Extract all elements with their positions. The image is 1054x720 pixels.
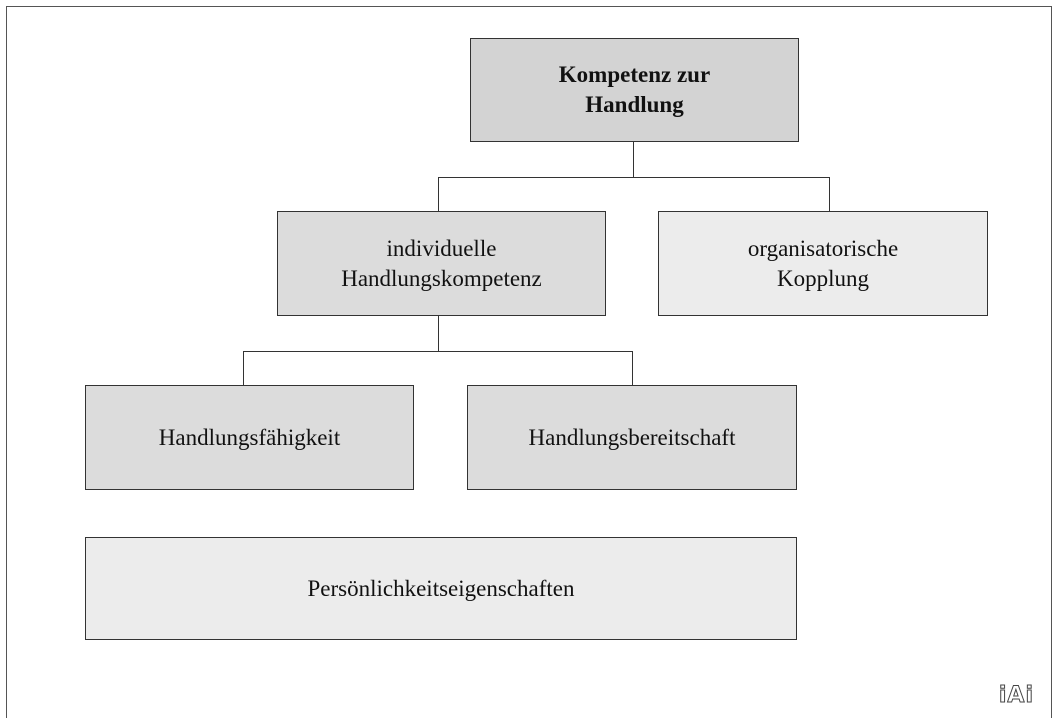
personality-node-label: Persönlichkeitseigenschaften bbox=[307, 575, 575, 601]
root-node-kompetenz-zur-handlung: Kompetenz zur Handlung bbox=[470, 38, 799, 142]
node-persoenlichkeitseigenschaften: Persönlichkeitseigenschaften bbox=[85, 537, 797, 640]
root-node-line1: Kompetenz zur bbox=[558, 62, 711, 88]
connector-to-individual bbox=[438, 177, 439, 211]
node-organisatorische-kopplung: organisatorische Kopplung bbox=[658, 211, 988, 316]
individual-node-line2: Handlungskompetenz bbox=[341, 265, 542, 291]
ability-node-label: Handlungsfähigkeit bbox=[158, 424, 341, 450]
node-handlungsbereitschaft: Handlungsbereitschaft bbox=[467, 385, 797, 490]
node-individuelle-handlungskompetenz: individuelle Handlungskompetenz bbox=[277, 211, 606, 316]
connector-level1-horizontal bbox=[438, 177, 830, 178]
organizational-node-line1: organisatorische bbox=[747, 235, 899, 261]
willingness-node-label: Handlungsbereitschaft bbox=[528, 424, 736, 450]
organizational-node-line2: Kopplung bbox=[777, 265, 869, 291]
connector-root-down bbox=[633, 142, 634, 177]
connector-to-willingness bbox=[632, 351, 633, 385]
individual-node-line1: individuelle bbox=[386, 235, 497, 261]
connector-to-ability bbox=[243, 351, 244, 385]
connector-level2-horizontal bbox=[243, 351, 633, 352]
diagram-frame bbox=[6, 6, 1052, 718]
node-handlungsfaehigkeit: Handlungsfähigkeit bbox=[85, 385, 414, 490]
iai-logo: iAi bbox=[998, 683, 1034, 709]
root-node-line2: Handlung bbox=[585, 92, 684, 117]
connector-to-organizational bbox=[829, 177, 830, 211]
connector-individual-down bbox=[438, 316, 439, 351]
